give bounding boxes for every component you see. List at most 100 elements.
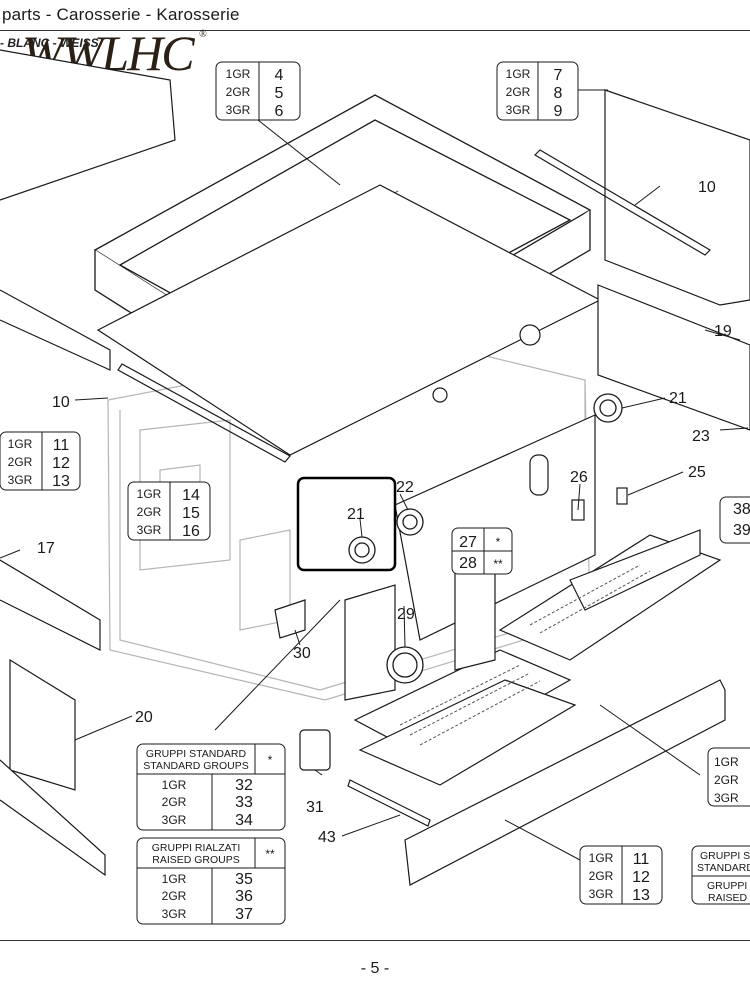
table-cell: 3GR (714, 791, 739, 805)
callout-label: 30 (293, 645, 311, 662)
top-rail-left (117, 363, 291, 463)
table-cell: 35 (235, 871, 253, 888)
drip-trays (353, 529, 722, 786)
callout-label: 10 (698, 179, 716, 196)
callout-label: 21 (347, 506, 365, 523)
table-header: GRUPPI STANDARD (146, 748, 247, 760)
table-cell: 11 (53, 437, 70, 454)
table-cell: 3GR (162, 813, 187, 827)
page-number: - 5 - (360, 960, 390, 977)
table-cell: 38 (733, 501, 750, 518)
table-cell: 6 (275, 103, 284, 120)
table-cell: 1GR (8, 437, 33, 451)
table-header: GRUPPI RIALZATI (152, 842, 241, 854)
table-cell: ** (493, 557, 503, 571)
table-cell: 37 (235, 906, 253, 923)
valve-knobs (348, 393, 623, 684)
small-parts (274, 487, 628, 771)
table-cell: 2GR (506, 85, 531, 99)
leader-lines (0, 89, 749, 861)
table-mark: * (268, 753, 273, 767)
part-table-t3: 1GR 11 2GR 12 3GR 13 (0, 431, 81, 491)
table-cell: 2GR (137, 505, 162, 519)
drip-tray-grid (399, 564, 651, 746)
callout-label: 22 (396, 479, 414, 496)
top-rail-right (534, 149, 711, 256)
table-cell: 13 (632, 887, 650, 904)
table-cell: * (496, 535, 501, 549)
footer-divider (0, 940, 750, 941)
table-cell: 27 (459, 534, 477, 551)
highlight-box (296, 476, 397, 572)
table-cell: 5 (275, 85, 284, 102)
table-cell: 11 (633, 851, 650, 868)
table-header: RAISED (708, 892, 748, 904)
table-cell: 39 (733, 522, 750, 539)
callout-label: 31 (306, 799, 324, 816)
table-cell: 28 (459, 555, 477, 572)
callout-label: 23 (692, 428, 710, 445)
table-cell: 1GR (137, 487, 162, 501)
table-cell: 9 (554, 103, 563, 120)
left-panels (0, 49, 176, 877)
table-cell: 3GR (137, 523, 162, 537)
table-cell: 3GR (589, 887, 614, 901)
table-cell: 3GR (226, 103, 251, 117)
table-header: STANDARD GROUPS (143, 760, 248, 772)
table-cell: 3GR (506, 103, 531, 117)
table-header: RAISED GROUPS (152, 854, 240, 866)
table-cell: 1GR (226, 67, 251, 81)
table-cell: 2GR (162, 795, 187, 809)
table-header: GRUPPI S (700, 850, 750, 862)
page-title: parts - Carosserie - Karosserie (2, 5, 240, 24)
table-cell: 1GR (162, 778, 187, 792)
callout-label: 10 (52, 394, 70, 411)
page-header: parts - Carosserie - Karosserie (0, 0, 750, 31)
table-header: GRUPPI (707, 880, 747, 892)
table-cell: 2GR (589, 869, 614, 883)
part-table-t1: 1GR 4 2GR 5 3GR 6 (215, 61, 301, 121)
table-cell: 4 (275, 67, 284, 84)
part-table-t5: 1GR 11 2GR 12 3GR 13 (579, 845, 663, 905)
table-cell: 34 (235, 812, 253, 829)
callout-label: 19 (714, 323, 732, 340)
table-cell: 14 (182, 487, 200, 504)
table-header: STANDARD (697, 862, 750, 874)
part-table-t7: 38 39 (719, 496, 750, 544)
table-cell: 2GR (8, 455, 33, 469)
table-cell: 8 (554, 85, 563, 102)
table-cell: 1GR (589, 851, 614, 865)
callout-label: 21 (669, 390, 687, 407)
table-cell: 15 (182, 505, 200, 522)
table-mark: ** (265, 847, 275, 861)
table-cell: 33 (235, 794, 253, 811)
part-table-t4: 1GR 14 2GR 15 3GR 16 (127, 481, 211, 541)
standard-groups-table: GRUPPI STANDARD STANDARD GROUPS * 1GR 32… (136, 743, 286, 831)
part-table-t6: 1GR 2GR 3GR (707, 747, 750, 807)
table-cell: 16 (182, 523, 200, 540)
right-side-panel (597, 89, 750, 431)
callout-label: 29 (397, 606, 415, 623)
callout-label: 26 (570, 469, 588, 486)
part-table-t8: 27 * 28 ** (451, 527, 513, 575)
table-cell: 2GR (226, 85, 251, 99)
table-cell: 3GR (162, 907, 187, 921)
front-rail (347, 679, 726, 886)
callout-label: 20 (135, 709, 153, 726)
table-cell: 13 (52, 473, 70, 490)
callout-label: 43 (318, 829, 336, 846)
table-cell: 1GR (506, 67, 531, 81)
color-variant-label: - BLANC - WEISS (0, 36, 99, 50)
table-cell: 2GR (162, 889, 187, 903)
table-cell: 36 (235, 888, 253, 905)
table-cell: 1GR (714, 755, 739, 769)
table-cell: 7 (554, 67, 563, 84)
table-cell: 12 (52, 455, 70, 472)
part-table-t2: 1GR 7 2GR 8 3GR 9 (496, 61, 579, 121)
callout-label: 25 (688, 464, 706, 481)
table-cell: 3GR (8, 473, 33, 487)
table-cell: 12 (632, 869, 650, 886)
part-table-partial: GRUPPI S STANDARD GRUPPI RAISED (691, 845, 750, 905)
table-cell: 2GR (714, 773, 739, 787)
